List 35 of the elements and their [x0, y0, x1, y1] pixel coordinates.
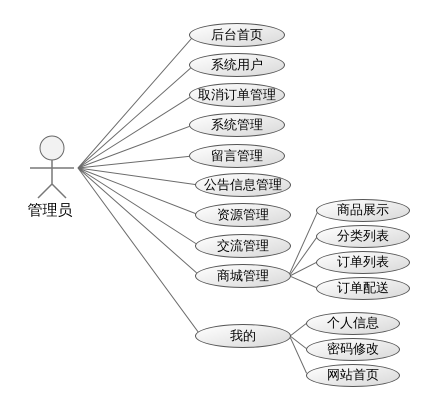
association-line	[78, 168, 198, 274]
association-line	[289, 212, 318, 274]
use-case-ellipse: 商城管理	[195, 264, 291, 288]
use-case-ellipse: 我的	[195, 324, 291, 348]
association-line	[290, 323, 307, 336]
association-line	[78, 38, 192, 168]
association-line	[78, 126, 190, 168]
association-line	[78, 168, 196, 185]
actor-label: 管理员	[28, 203, 72, 218]
use-case-ellipse: 系统管理	[189, 113, 285, 137]
association-line	[290, 336, 307, 349]
use-case-ellipse: 个人信息	[306, 312, 400, 334]
association-line	[78, 168, 196, 244]
use-case-ellipse: 留言管理	[189, 144, 285, 168]
association-line	[78, 68, 192, 168]
use-case-ellipse: 交流管理	[195, 234, 291, 258]
association-line	[290, 237, 317, 275]
use-case-ellipse: 后台首页	[189, 23, 285, 47]
use-case-ellipse: 网站首页	[306, 364, 400, 386]
association-line	[290, 276, 317, 288]
use-case-ellipse: 订单配送	[316, 276, 410, 300]
association-line	[78, 168, 199, 332]
association-line	[78, 96, 190, 168]
use-case-ellipse: 资源管理	[195, 203, 291, 227]
association-line	[290, 337, 308, 374]
use-case-ellipse: 密码修改	[306, 338, 400, 360]
use-case-ellipse: 商品展示	[316, 198, 410, 222]
association-line	[78, 156, 190, 168]
use-case-ellipse: 分类列表	[316, 224, 410, 248]
use-case-ellipse: 公告信息管理	[195, 173, 291, 197]
use-case-ellipse: 订单列表	[316, 250, 410, 274]
use-case-ellipse: 系统用户	[189, 53, 285, 77]
association-line	[78, 168, 196, 214]
use-case-ellipse: 取消订单管理	[189, 83, 285, 107]
association-line	[290, 262, 317, 276]
